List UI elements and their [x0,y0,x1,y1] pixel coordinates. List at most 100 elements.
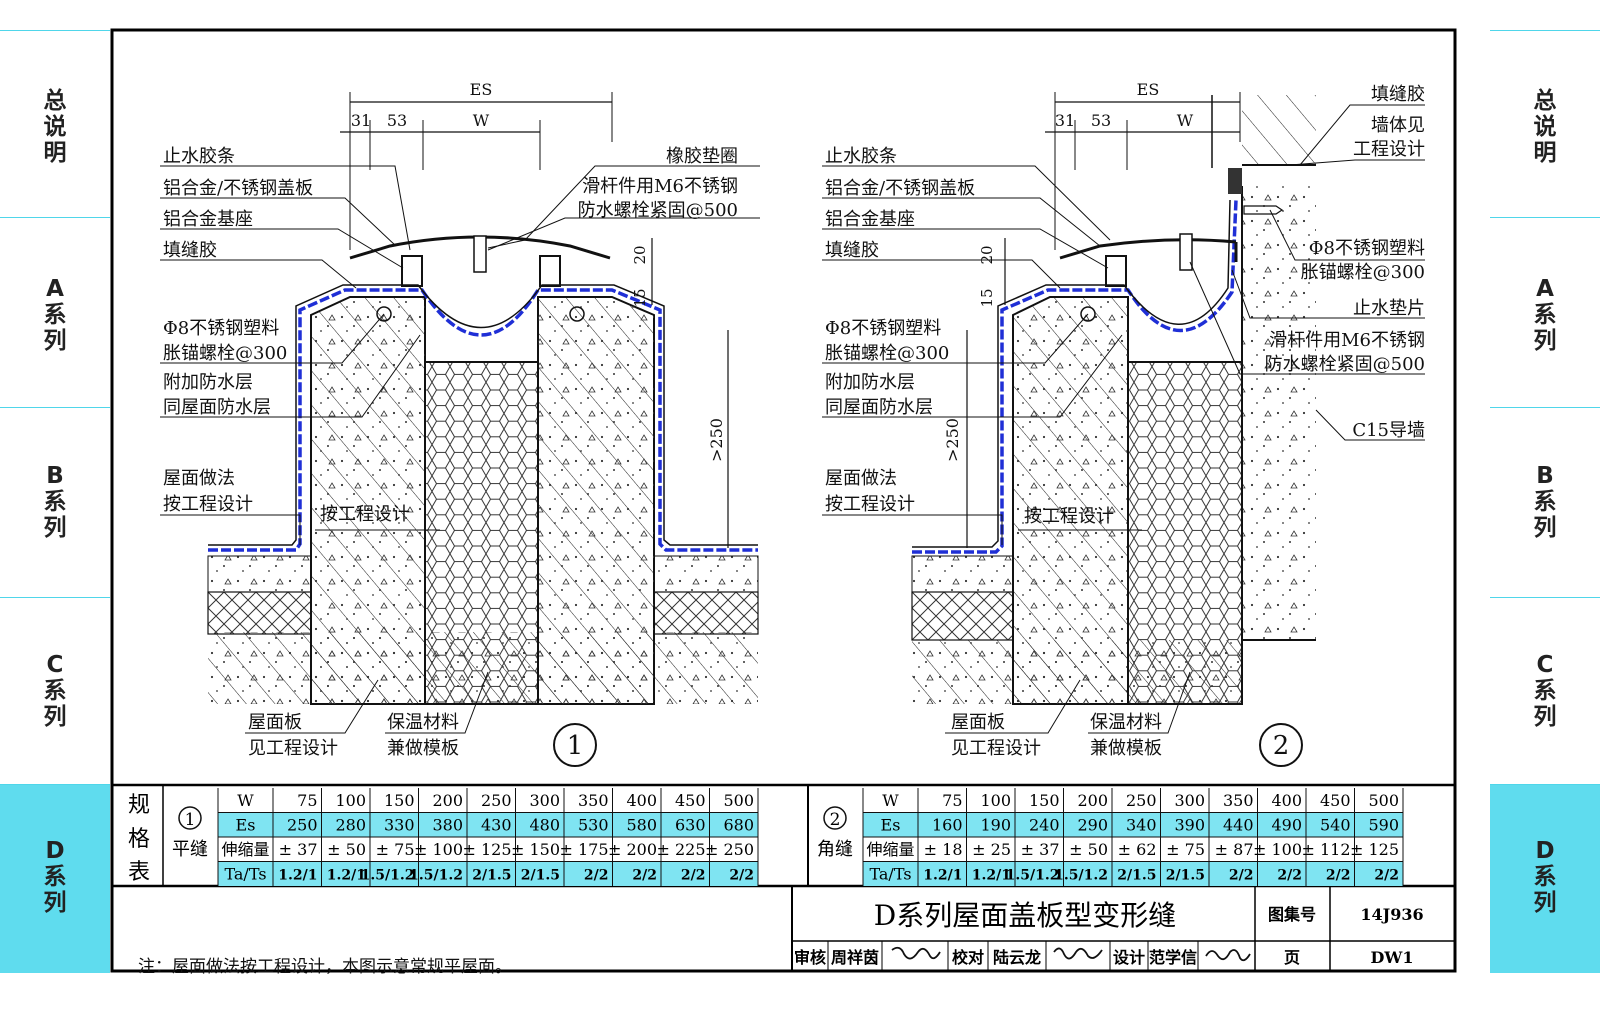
t2-row-label: Ta/Ts [869,865,911,884]
t2-cell: 290 [1077,816,1108,835]
band-general-r [1490,30,1600,218]
t1-cell: 330 [384,816,415,835]
t1-cell: 500 [723,791,754,810]
d2-label-wall-1: 墙体见 [1371,115,1425,136]
t2-cell: 1.5/1.2 [1006,868,1060,884]
d1-label-roof-2: 按工程设计 [163,494,253,515]
d1-anchor-bolt-right [569,306,585,322]
t1-number-circle [178,806,202,830]
t2-cell: ± 62 [1118,840,1157,859]
d1-dim-31: 31 [351,111,371,130]
t1-cell: ± 75 [376,840,415,859]
d1-detail-number-circle [553,723,597,767]
t1-cell: ± 150 [511,840,560,859]
d1-dim-es: ES [470,80,493,99]
t2-cell: 100 [980,791,1011,810]
t2-row-label: Es [881,816,901,835]
d1-dim-20: 20 [631,245,649,264]
t2-cell: 540 [1320,816,1351,835]
t2-cell: 500 [1368,791,1399,810]
d2-insulation-left [911,591,1014,641]
t2-cell: 400 [1271,791,1302,810]
d2-cover-plate [1059,238,1237,260]
t2-cell: 190 [980,816,1011,835]
d2-dim-31: 31 [1055,111,1075,130]
t1-row-label: W [237,791,254,810]
t2-cell: 2/1.5 [1166,868,1205,884]
drawing-title: D系列屋面盖板型变形缝 [874,899,1176,932]
d1-screed-left [207,555,312,593]
d2-label-cover-plate: 铝合金/不锈钢盖板 [825,178,975,199]
d1-label-per-design: 按工程设计 [320,504,410,525]
d1-label-slab-1: 屋面板 [248,712,302,733]
t1-cell: ± 175 [559,840,608,859]
t2-cell: 2/2 [1326,868,1351,884]
t2-cell: 440 [1223,816,1254,835]
t2-row-label: W [882,791,899,810]
d1-insulation-right [653,591,759,635]
checker-name: 陆云龙 [993,948,1041,967]
t2-row-label: 伸缩量 [866,840,914,859]
spec-title-3: 表 [128,860,150,885]
t2-cell: 450 [1320,791,1351,810]
d2-waterproof-layer [912,199,1238,554]
d2-label-right-filler: 填缝胶 [1371,84,1425,105]
t1-cell: 150 [384,791,415,810]
d1-slide-bolt [473,235,487,273]
side-label-general-r[interactable]: 总说明 [1533,88,1557,166]
t2-cell: 2/2 [1229,868,1254,884]
band-c-r [1490,597,1600,785]
d1-label-insul-1: 保温材料 [387,712,459,733]
d2-anchor-bolt [1080,306,1096,322]
t1-number: 1 [185,810,196,830]
d2-label-slab-1: 屋面板 [951,712,1005,733]
t1-cell: 1.5/1.2 [361,868,415,884]
side-label-general[interactable]: 总说明 [43,88,67,166]
atlas-number: 14J936 [1360,905,1423,924]
t1-cell: 380 [432,816,463,835]
d1-base-right [539,255,561,287]
drawing-note: 注：屋面做法按工程设计，本图示意常规平屋面。 [138,957,512,977]
d2-label-slide-2: 防水螺栓紧固@500 [1265,354,1425,375]
t2-cell: ± 37 [1021,840,1060,859]
d1-label-slide-1: 滑杆件用M6不锈钢 [582,176,738,197]
d1-insulation-core [424,361,539,705]
t1-name: 平缝 [172,839,208,860]
d2-dim-es: ES [1137,80,1160,99]
d2-label-wall-2: 工程设计 [1353,139,1425,160]
d1-insulation-left [207,591,312,635]
d2-label-bolt-2: 胀锚螺栓@300 [825,343,949,364]
t1-cell: ± 250 [705,840,754,859]
d2-dim-w: W [1177,111,1194,130]
t1-cell: 250 [481,791,512,810]
t2-cell: 250 [1126,791,1157,810]
d1-label-rubber-washer: 橡胶垫圈 [666,146,738,167]
t1-cell: 100 [335,791,366,810]
d2-label-guide-wall: C15导墙 [1352,420,1425,441]
t1-cell: 1.2/1 [278,868,317,884]
t2-cell: 340 [1126,816,1157,835]
t2-cell: ± 75 [1166,840,1205,859]
atlas-label: 图集号 [1268,905,1316,924]
d2-base [1105,255,1127,287]
t1-cell: 430 [481,816,512,835]
band-b-r [1490,407,1600,598]
d1-label-extra-wp-2: 同屋面防水层 [163,397,271,418]
d2-wall-anchor [1243,205,1284,215]
reviewer-signature [891,946,941,960]
t1-cell: 400 [626,791,657,810]
d2-label-r-bolt-2: 胀锚螺栓@300 [1301,262,1425,283]
t2-cell: ± 125 [1350,840,1399,859]
d2-dim-53: 53 [1091,111,1111,130]
